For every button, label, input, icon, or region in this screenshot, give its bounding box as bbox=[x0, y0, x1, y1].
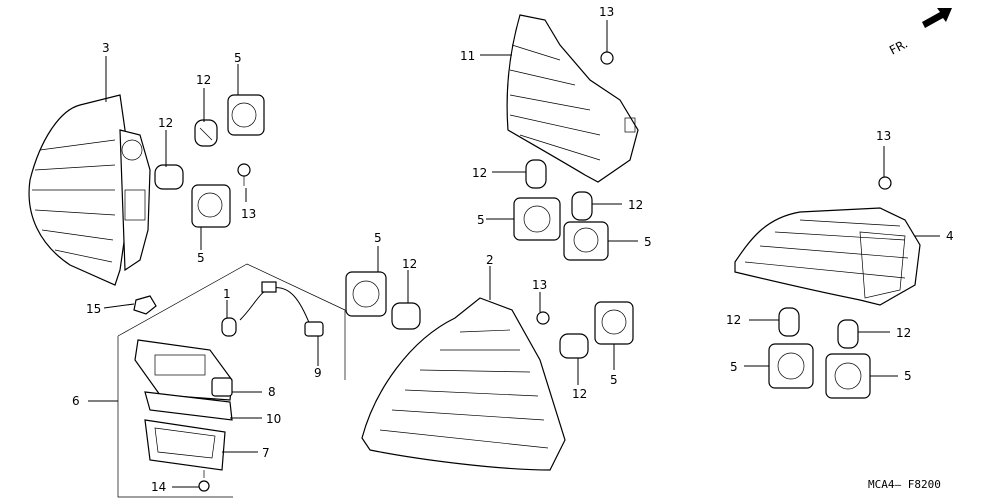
part-14-screw[interactable] bbox=[198, 470, 210, 492]
callout-labels: 3 12 5 12 13 5 15 1 9 6 8 10 7 14 5 12 2… bbox=[72, 5, 954, 494]
license-lamp-assembly-box bbox=[117, 263, 346, 498]
part-12-bulb-c[interactable] bbox=[391, 302, 421, 330]
part-1-bulb[interactable] bbox=[221, 317, 237, 337]
part-5-socket-h[interactable] bbox=[825, 353, 871, 399]
callout-12: 12 bbox=[572, 387, 587, 401]
part-12-bulb-b[interactable] bbox=[154, 164, 184, 190]
diagram-code: MCA4– F8200 bbox=[868, 478, 941, 491]
leader-lines bbox=[88, 20, 940, 488]
part-13-screw-d[interactable] bbox=[878, 176, 892, 190]
callout-15: 15 bbox=[86, 302, 101, 316]
direction-label: FR. bbox=[887, 36, 910, 57]
callout-13: 13 bbox=[876, 129, 891, 143]
callout-5: 5 bbox=[610, 373, 618, 387]
callout-7: 7 bbox=[262, 446, 270, 460]
part-5-socket-c[interactable] bbox=[345, 271, 387, 317]
callout-12: 12 bbox=[628, 198, 643, 212]
callout-5: 5 bbox=[477, 213, 485, 227]
part-8-lamp-holder[interactable] bbox=[211, 377, 233, 397]
callout-3: 3 bbox=[102, 41, 110, 55]
callout-13: 13 bbox=[599, 5, 614, 19]
part-13-screw-a[interactable] bbox=[237, 163, 251, 186]
part-12-bulb-a[interactable] bbox=[194, 119, 218, 147]
callout-9: 9 bbox=[314, 366, 322, 380]
part-13-screw-c[interactable] bbox=[536, 311, 550, 325]
callout-6: 6 bbox=[72, 394, 80, 408]
part-5-socket-f[interactable] bbox=[594, 301, 634, 345]
part-10-gasket[interactable] bbox=[144, 391, 233, 421]
part-12-bulb-h[interactable] bbox=[837, 319, 859, 349]
part-12-bulb-f[interactable] bbox=[559, 333, 589, 359]
callout-5: 5 bbox=[904, 369, 912, 383]
part-12-bulb-e[interactable] bbox=[571, 191, 593, 221]
part-6-license-lamp-housing[interactable] bbox=[134, 339, 233, 401]
callout-5: 5 bbox=[644, 235, 652, 249]
callout-12: 12 bbox=[196, 73, 211, 87]
part-7-lens[interactable] bbox=[144, 419, 226, 471]
callout-12: 12 bbox=[402, 257, 417, 271]
callout-5: 5 bbox=[197, 251, 205, 265]
callout-2: 2 bbox=[486, 253, 494, 267]
callout-1: 1 bbox=[223, 287, 231, 301]
callout-11: 11 bbox=[460, 49, 475, 63]
part-5-socket-e[interactable] bbox=[563, 221, 609, 261]
part-3-tail-lamp-left[interactable] bbox=[28, 94, 151, 286]
callout-5: 5 bbox=[730, 360, 738, 374]
callout-12: 12 bbox=[472, 166, 487, 180]
callout-5: 5 bbox=[234, 51, 242, 65]
part-5-socket-d[interactable] bbox=[513, 197, 561, 241]
callout-13: 13 bbox=[241, 207, 256, 221]
part-5-socket-b[interactable] bbox=[191, 184, 231, 228]
part-13-screw-b[interactable] bbox=[600, 51, 614, 65]
part-9-harness[interactable] bbox=[239, 281, 324, 337]
part-12-bulb-d[interactable] bbox=[525, 159, 547, 189]
callout-4: 4 bbox=[946, 229, 954, 243]
part-4-tail-lamp-right[interactable] bbox=[734, 207, 921, 306]
front-direction-arrow: FR. bbox=[887, 8, 952, 58]
part-5-socket-a[interactable] bbox=[227, 94, 265, 136]
callout-8: 8 bbox=[268, 385, 276, 399]
callout-13: 13 bbox=[532, 278, 547, 292]
part-2-tail-lamp-center[interactable] bbox=[361, 297, 566, 471]
callout-12: 12 bbox=[158, 116, 173, 130]
part-12-bulb-g[interactable] bbox=[778, 307, 800, 337]
part-15-nut[interactable] bbox=[133, 295, 157, 315]
callout-5: 5 bbox=[374, 231, 382, 245]
callout-12: 12 bbox=[726, 313, 741, 327]
callout-12: 12 bbox=[896, 326, 911, 340]
callout-14: 14 bbox=[151, 480, 166, 494]
part-5-socket-g[interactable] bbox=[768, 343, 814, 389]
part-11-housing[interactable] bbox=[506, 14, 639, 183]
callout-10: 10 bbox=[266, 412, 281, 426]
